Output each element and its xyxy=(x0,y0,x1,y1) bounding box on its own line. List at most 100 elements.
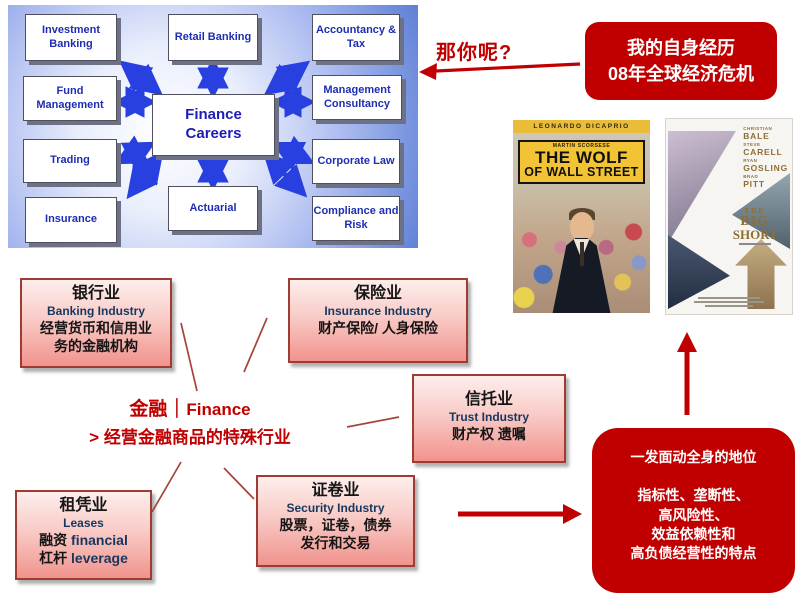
diagram-box-trading: Trading xyxy=(23,139,117,183)
industry-box-banking: 银行业 Banking Industry 经营货币和信用业 务的金融机构 xyxy=(20,278,172,368)
diagram-box-actuarial: Actuarial xyxy=(168,186,258,231)
conclusion-line-3: 高风险性、 xyxy=(658,506,729,523)
industry-description: 经营货币和信用业 xyxy=(40,320,152,336)
conclusion-arrow-head xyxy=(563,504,582,524)
credit-bar xyxy=(705,305,753,307)
industry-title: 证卷业 xyxy=(311,482,360,499)
diagram-box-investment-banking: Investment Banking xyxy=(25,14,117,61)
question-arrow-body xyxy=(435,62,581,73)
center-statement: 金融｜Finance > 经营金融商品的特殊行业 xyxy=(50,394,330,448)
cast-last-name: PITT xyxy=(743,178,765,189)
actor-figure-head xyxy=(569,212,594,241)
industry-description: 股票，证卷，债券 xyxy=(279,517,392,533)
credit-bar xyxy=(698,297,760,299)
poster-photo-triangle-top-left xyxy=(668,131,736,243)
conclusion-line-1: 一发面动全身的地位 xyxy=(630,449,757,465)
actor-figure-tie xyxy=(579,242,584,266)
poster-title-line-2: OF WALL STREET xyxy=(524,165,639,179)
diagram-box-label: Corporate Law xyxy=(317,154,395,167)
diagram-box-insurance: Insurance xyxy=(25,197,117,243)
industry-description: 融资 financial xyxy=(17,531,150,549)
industry-english-name: Leases xyxy=(63,516,104,530)
poster-director-credit: MARTIN SCORSESE xyxy=(552,143,611,149)
diagram-box-corporate-law: Corporate Law xyxy=(312,139,400,184)
cast-first-name: RYAN xyxy=(743,157,758,163)
statement-line-2: > 经营金融商品的特殊行业 xyxy=(50,423,330,448)
cast-last-name: BALE xyxy=(743,130,770,141)
diagram-box-label: Fund Management xyxy=(36,85,104,111)
industry-title: 信托业 xyxy=(464,391,513,408)
poster-title-line-1: THE WOLF xyxy=(535,148,628,167)
poster-title-big: BIG xyxy=(740,214,770,229)
conclusion-line-4: 效益依赖性和 xyxy=(651,525,736,542)
statement-line-1: 金融｜Finance xyxy=(50,394,330,421)
description-en: financial xyxy=(71,532,128,548)
experience-line-2: 08年全球经济危机 xyxy=(607,64,755,84)
diagram-box-label: Actuarial xyxy=(189,201,237,214)
industry-description: 发行和交易 xyxy=(300,535,371,552)
industry-title: 银行业 xyxy=(71,285,120,302)
diagram-box-label: Trading xyxy=(50,154,90,167)
diagram-box-retail-banking: Retail Banking xyxy=(168,14,258,61)
statement-en: Finance xyxy=(186,400,251,419)
diagram-box-label: Management Consultancy xyxy=(323,84,391,110)
poster-title-the: THE xyxy=(744,207,766,215)
diagram-box-fund-management: Fund Management xyxy=(23,76,117,121)
finance-careers-diagram: Investment Banking Retail Banking Accoun… xyxy=(8,5,418,248)
diagram-center-label: Finance Careers xyxy=(185,106,242,142)
industry-box-leases: 租凭业 Leases 融资 financial 杠杆 leverage xyxy=(15,490,152,580)
industry-box-security: 证卷业 Security Industry 股票，证卷，债券 发行和交易 xyxy=(256,475,415,567)
diagram-box-label: Insurance xyxy=(45,213,97,226)
diagram-center-box: Finance Careers xyxy=(152,94,275,156)
industry-description: 杠杆 leverage xyxy=(17,549,150,567)
poster-title-short: SHORT xyxy=(732,227,778,243)
diagram-box-label: Retail Banking xyxy=(174,30,252,43)
poster-credits-bars xyxy=(694,295,764,309)
cast-first-name: CHRISTIAN xyxy=(743,126,773,131)
statement-zh: 金融 xyxy=(129,399,168,420)
industry-description: 财产权 遗嘱 xyxy=(452,426,526,442)
industry-box-insurance: 保险业 Insurance Industry 财产保险/ 人身保险 xyxy=(288,278,468,363)
industry-description: 财产保险/ 人身保险 xyxy=(318,320,438,336)
credit-bar xyxy=(694,301,764,303)
diagram-box-label: Compliance and Risk xyxy=(313,205,399,231)
poster-title-sign: MARTIN SCORSESE THE WOLF OF WALL STREET xyxy=(518,140,645,185)
industry-english-name: Security Industry xyxy=(286,501,385,515)
poster-arrow-head xyxy=(677,332,697,352)
diagram-box-compliance-risk: Compliance and Risk xyxy=(312,196,400,241)
conclusion-box: 一发面动全身的地位 指标性、垄断性、 高风险性、 效益依赖性和 高负债经营性的特… xyxy=(592,428,795,593)
statement-bullet: > xyxy=(89,428,100,447)
poster-top-billing: LEONARDO DICAPRIO xyxy=(513,120,650,133)
question-text: 那你呢? xyxy=(436,42,513,64)
description-zh: 融资 xyxy=(39,532,68,548)
description-en: leverage xyxy=(71,550,128,567)
industry-english-name: Trust Industry xyxy=(448,410,529,424)
experience-line-1: 我的自身经历 xyxy=(627,37,735,58)
wolf-of-wall-street-poster: LEONARDO DICAPRIO MARTIN SCORSESE THE WO… xyxy=(513,120,650,313)
diagram-box-management-consultancy: Management Consultancy xyxy=(312,75,402,120)
cast-last-name: CARELL xyxy=(743,146,783,157)
statement-separator: ｜ xyxy=(167,399,187,420)
poster-tagline-bar xyxy=(738,243,771,246)
industry-box-trust: 信托业 Trust Industry 财产权 遗嘱 xyxy=(412,374,566,463)
diagram-box-accountancy-tax: Accountancy & Tax xyxy=(312,14,400,61)
question-arrow-head xyxy=(419,63,437,80)
poster-cast-names: CHRISTIAN BALE STEVE CARELL RYAN GOSLING… xyxy=(743,126,788,190)
diagram-box-label: Accountancy & Tax xyxy=(315,24,397,50)
industry-english-name: Insurance Industry xyxy=(324,304,432,318)
diagram-box-label: Investment Banking xyxy=(41,24,101,50)
industry-description: 务的金融机构 xyxy=(54,338,138,355)
experience-box: 我的自身经历 08年全球经济危机 xyxy=(585,22,777,100)
industry-title: 保险业 xyxy=(353,285,402,302)
industry-title: 租凭业 xyxy=(59,497,108,514)
statement-text: 经营金融商品的特殊行业 xyxy=(103,428,291,447)
cast-last-name: GOSLING xyxy=(743,162,788,173)
description-zh: 杠杆 xyxy=(39,550,68,567)
cast-first-name: STEVE xyxy=(743,141,761,147)
conclusion-line-5: 高负债经营性的特点 xyxy=(630,545,757,562)
big-short-poster: CHRISTIAN BALE STEVE CARELL RYAN GOSLING… xyxy=(665,118,793,315)
conclusion-line-2: 指标性、垄断性、 xyxy=(637,487,750,504)
cast-first-name: BRAD xyxy=(743,173,759,179)
poster-title-block: THE BIG SHORT xyxy=(732,207,778,246)
